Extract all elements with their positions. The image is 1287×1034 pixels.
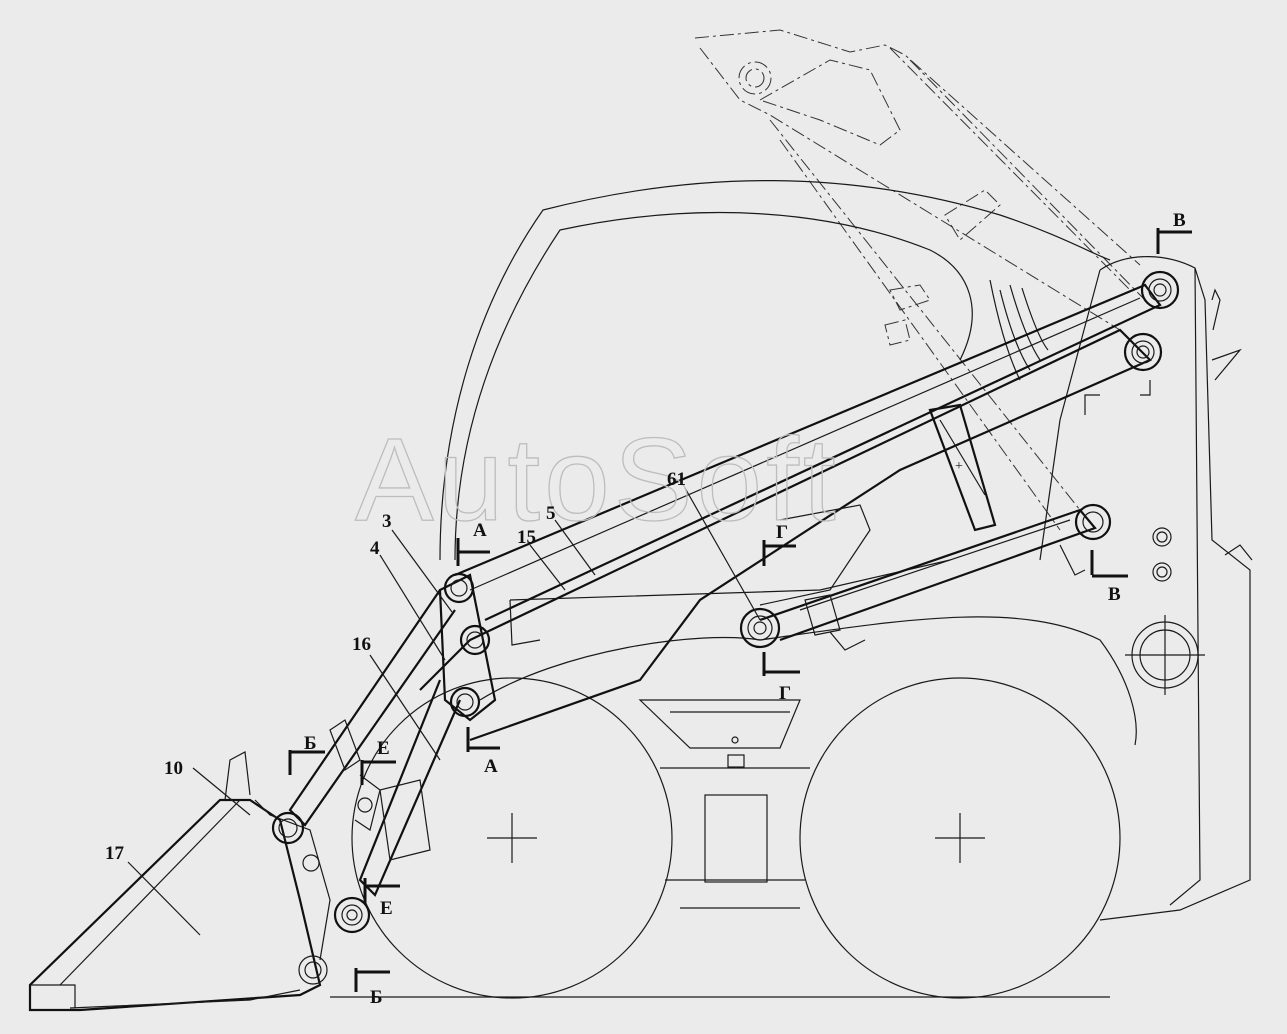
chassis (479, 616, 1137, 909)
section-label-e-top: Е (377, 738, 390, 759)
front-wheel (351, 677, 673, 999)
part-label-5: 5 (546, 503, 556, 524)
part-label-16: 16 (352, 634, 371, 655)
section-label-b-top: Б (304, 733, 317, 754)
section-label-a-top: А (473, 520, 487, 541)
section-markers (288, 228, 1192, 992)
pins (271, 270, 1180, 934)
svg-text:+: + (955, 459, 963, 474)
part-label-61: 61 (667, 469, 686, 490)
part-label-17: 17 (105, 843, 125, 864)
section-label-e-bottom: Е (380, 898, 393, 919)
tilt-linkage (288, 573, 497, 897)
part-label-4: 4 (370, 538, 380, 559)
part-label-3: 3 (382, 511, 392, 532)
raised-position-phantom (694, 29, 1146, 531)
section-label-g-bottom: Г (779, 683, 791, 704)
section-label-a-bottom: А (484, 756, 498, 777)
part-label-10: 10 (164, 758, 183, 779)
watermark-text: AutoSoft (355, 414, 840, 546)
lift-arm: + (419, 283, 1162, 742)
cab-outline (439, 180, 1111, 561)
leader-lines (127, 487, 761, 936)
section-label-v-top: В (1173, 210, 1186, 231)
rear-body (1039, 256, 1253, 921)
part-label-15: 15 (517, 527, 536, 548)
section-label-b-bottom: Б (370, 987, 383, 1008)
bucket (28, 751, 331, 1012)
section-label-v-bottom: В (1108, 584, 1121, 605)
lift-cylinder (759, 504, 1097, 651)
rear-wheel (799, 677, 1121, 999)
section-label-g-top: Г (776, 522, 788, 543)
